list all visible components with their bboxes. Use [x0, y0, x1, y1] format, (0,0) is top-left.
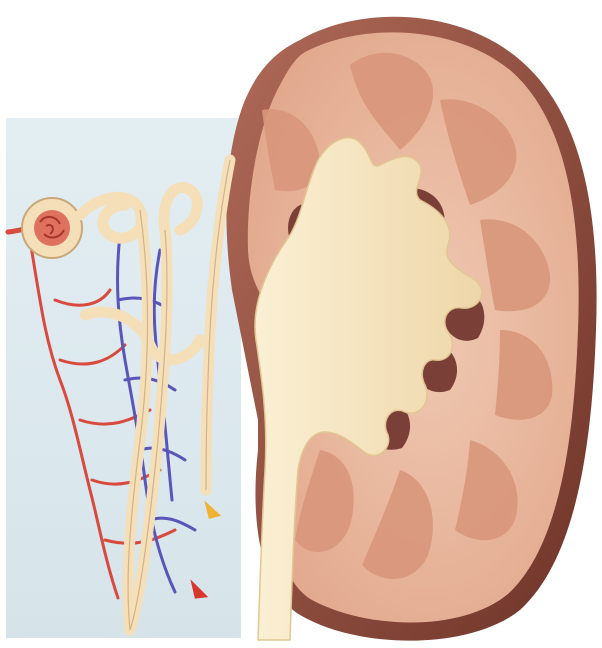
glomerulus [22, 198, 82, 258]
